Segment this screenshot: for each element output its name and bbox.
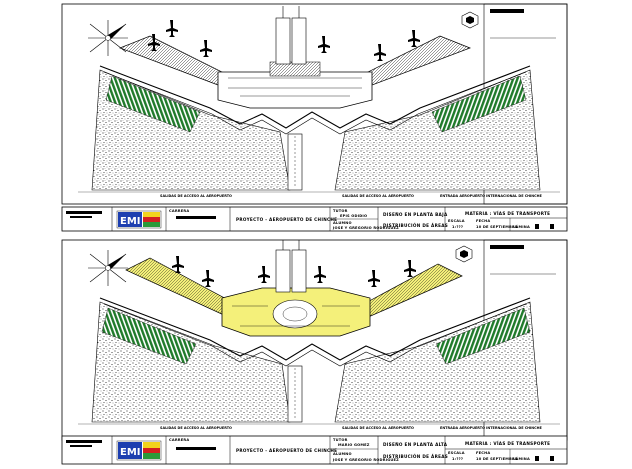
boarding-pier <box>291 249 307 293</box>
plan-subtitle: DISTRIBUCIÓN DE ÁREAS <box>383 223 448 228</box>
lamina-label: LÁMINA <box>513 456 530 461</box>
access-road <box>99 65 531 129</box>
project-title: PROYECTO - AEROPUERTO DE CHINCHE <box>236 217 337 222</box>
emi-logo-text: EMI <box>120 216 141 227</box>
boarding-pier <box>291 17 307 65</box>
project-title: PROYECTO - AEROPUERTO DE CHINCHE <box>236 448 337 453</box>
tutor-name: MARIO GOMEZ <box>338 443 370 447</box>
parking-lot-right <box>435 307 531 365</box>
escala-label: ESCALA <box>448 451 465 455</box>
road-label-right: ENTRADA AEROPUERTO INTERNACIONAL DE CHIN… <box>440 194 542 198</box>
road-label-right: ENTRADA AEROPUERTO INTERNACIONAL DE CHIN… <box>440 426 542 430</box>
author-label: ALUMNO <box>333 221 352 225</box>
aircraft-icon <box>172 256 416 287</box>
author-name: JOSE Y GREGORIO RODRIGUEZ <box>332 458 399 462</box>
drawing-sheet-top: SALIDAS DE ACCESO AL AEROPUERTO SALIDAS … <box>0 0 632 233</box>
carrera-label: CARRERA <box>169 209 189 213</box>
side-panel-label-bar <box>490 9 524 13</box>
access-road-edge <box>103 71 527 135</box>
access-road <box>99 297 531 361</box>
parking-lot-left <box>101 307 197 365</box>
road-label-left: SALIDAS DE ACCESO AL AEROPUERTO <box>160 426 232 430</box>
materia: MATERIA : VÍAS DE TRANSPORTE <box>465 441 550 446</box>
side-panel-label-bar <box>490 245 524 249</box>
road-label-mid: SALIDAS DE ACCESO AL AEROPUERTO <box>342 194 414 198</box>
site-plan-drawing-bottom: SALIDAS DE ACCESO AL AEROPUERTO SALIDAS … <box>61 239 568 465</box>
escala-value: 1:??? <box>452 225 463 229</box>
tutor-label: TUTOR <box>333 209 348 213</box>
central-atrium <box>272 299 318 329</box>
boarding-pier <box>275 17 291 65</box>
site-plan-drawing-top: SALIDAS DE ACCESO AL AEROPUERTO SALIDAS … <box>61 3 568 232</box>
north-arrow-icon <box>88 250 128 286</box>
escala-label: ESCALA <box>448 219 465 223</box>
materia: MATERIA : VÍAS DE TRANSPORTE <box>465 211 550 216</box>
author-label: ALUMNO <box>333 452 352 456</box>
emi-logo-text: EMI <box>120 447 141 458</box>
terminal-central <box>217 71 373 109</box>
road-label-left: SALIDAS DE ACCESO AL AEROPUERTO <box>160 194 232 198</box>
fecha-label: FECHA <box>476 219 490 223</box>
lamina-label: LÁMINA <box>513 224 530 229</box>
road-label-mid: SALIDAS DE ACCESO AL AEROPUERTO <box>342 426 414 430</box>
emi-logo: EMI <box>116 210 162 229</box>
plan-title: DISEÑO EN PLANTA BAJA <box>383 212 448 217</box>
plan-subtitle: DISTRIBUCIÓN DE ÁREAS <box>383 454 448 459</box>
aircraft-icon <box>148 20 420 61</box>
fecha-value: 10 DE SEPTIEMBRE <box>476 225 518 229</box>
author-name: JOSE Y GREGORIO RODRIGUEZ <box>332 226 399 230</box>
tutor-name: EPIS ODIDIO <box>340 214 367 218</box>
plan-title: DISEÑO EN PLANTA ALTA <box>383 442 448 447</box>
escala-value: 1:??? <box>452 457 463 461</box>
boarding-pier <box>275 249 291 293</box>
parking-lot-right <box>431 75 527 133</box>
emi-logo: EMI <box>116 440 162 461</box>
fecha-label: FECHA <box>476 451 490 455</box>
tutor-label: TUTOR <box>333 438 348 442</box>
drawing-sheet-bottom: SALIDAS DE ACCESO AL AEROPUERTO SALIDAS … <box>0 236 632 469</box>
parking-lot-left <box>105 75 201 133</box>
fecha-value: 10 DE SEPTIEMBRE <box>476 457 518 461</box>
north-arrow-icon <box>88 20 128 56</box>
carrera-label: CARRERA <box>169 438 189 442</box>
